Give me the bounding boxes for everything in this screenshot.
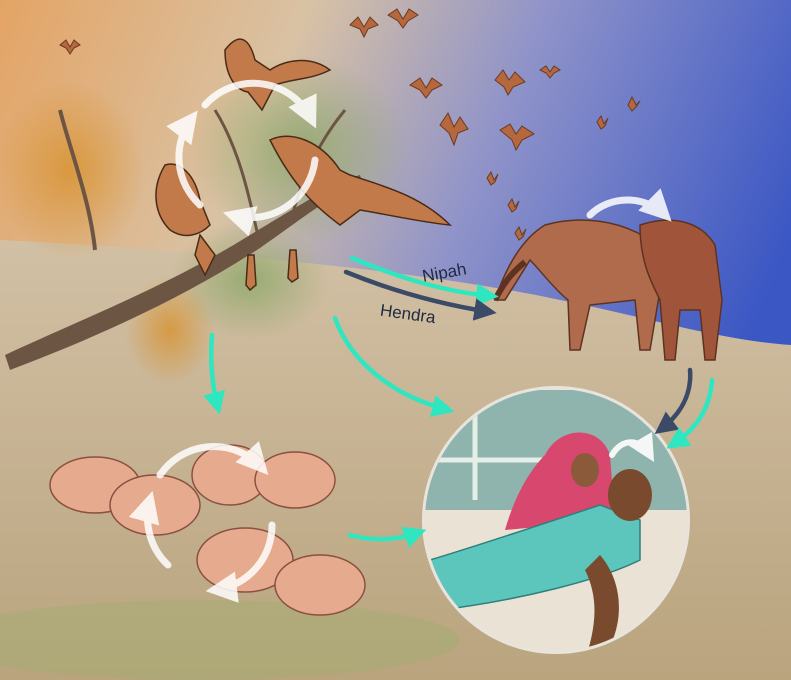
bat-icon	[246, 255, 256, 290]
pig-icon	[275, 555, 365, 615]
pig-icon	[255, 452, 335, 508]
pig-icon	[110, 475, 200, 535]
bat-icon	[288, 250, 298, 282]
